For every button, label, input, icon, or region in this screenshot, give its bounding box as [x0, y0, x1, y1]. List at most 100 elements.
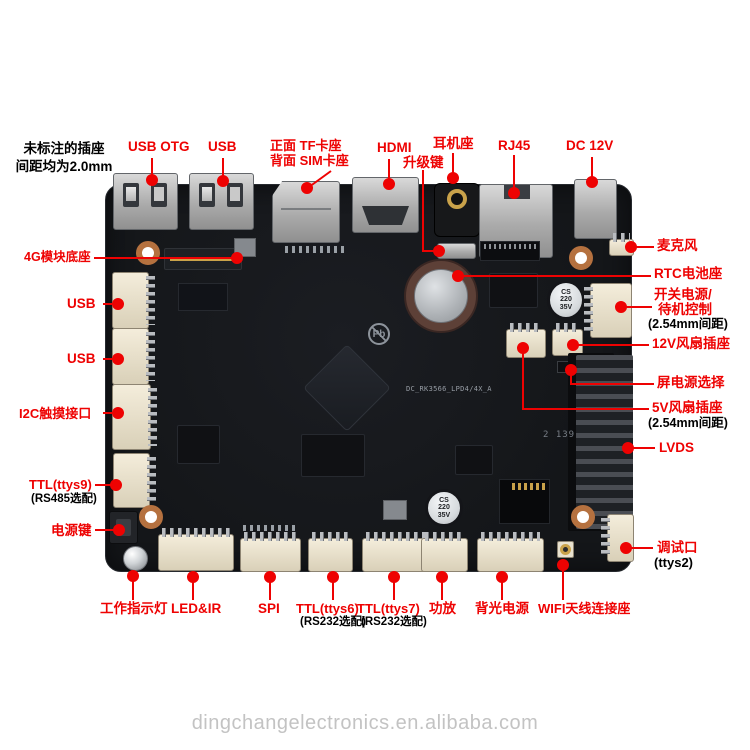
label-back: 背面 [270, 153, 297, 168]
label-usb-otg: USB OTG [128, 139, 190, 154]
mounting-hole [136, 241, 160, 265]
ttl9-connector [113, 453, 156, 508]
label-ttl7-note: (RS232选配) [361, 616, 427, 628]
label-ttl9: TTL(ttys9) [29, 477, 92, 492]
label-ttl6-note: (RS232选配) [300, 616, 366, 628]
watermark: dingchangelectronics.en.alibaba.com [191, 712, 539, 734]
fan-12v-connector [552, 323, 583, 356]
upgrade-switch [437, 243, 476, 259]
label-led-ir: LED&IR [171, 601, 222, 616]
rtc-battery [414, 269, 468, 323]
capacitor-1: CS 220 35V [547, 280, 585, 320]
label-switch-power-1: 开关电源/ [654, 287, 712, 302]
label-tf-sim: 正面 TF卡座 背面 SIM卡座 [270, 138, 349, 168]
emmc-chip [301, 434, 365, 477]
ttl7-connector [362, 532, 430, 572]
label-ttl9-note: (RS485选配) [31, 493, 97, 505]
switch-power-connector [584, 283, 632, 338]
label-usb-left2: USB [67, 351, 96, 366]
callout-earphone [447, 153, 459, 184]
pitch-note: 未标注的插座 间距均为2.0mm [12, 140, 116, 176]
pin-header [285, 246, 347, 253]
pitch-note-line2: 间距均为2.0mm [15, 159, 113, 174]
inductor [383, 500, 407, 520]
label-work-led: 工作指示灯 [100, 601, 168, 616]
callout-work-led [127, 570, 139, 600]
label-sim: SIM卡座 [299, 153, 349, 168]
usb-header-1 [112, 272, 155, 329]
label-spi: SPI [258, 601, 280, 616]
label-rj45: RJ45 [498, 138, 531, 153]
silkscreen-model: DC_RK3566_LPD4/4X_A [406, 385, 492, 393]
label-usb-top: USB [208, 139, 237, 154]
label-front: 正面 [270, 138, 297, 153]
small-chip [455, 445, 493, 475]
backlight-connector [477, 532, 544, 572]
callout-backlight [496, 571, 508, 600]
mounting-hole [139, 505, 163, 529]
lvds-connector-pins [576, 355, 633, 529]
pitch-note-line1: 未标注的插座 [23, 141, 105, 156]
label-mic: 麦克风 [657, 238, 698, 253]
label-ttl6: TTL(ttys6) [296, 601, 359, 616]
label-upgrade-key: 升级键 [403, 155, 444, 170]
mounting-hole [571, 505, 595, 529]
label-fan-12v: 12V风扇插座 [652, 336, 731, 351]
pin-header [243, 525, 299, 531]
fpc-connector [480, 241, 540, 261]
silkscreen-code: 2 139 [543, 430, 576, 440]
spi-connector [240, 532, 301, 572]
wifi-antenna-connector [557, 541, 574, 558]
dc-power-jack [574, 179, 617, 239]
callout-spi [264, 571, 276, 600]
label-screen-power: 屏电源选择 [657, 375, 725, 390]
capacitor-text: CS [561, 288, 571, 296]
label-backlight: 背光电源 [475, 601, 529, 616]
label-dc12v: DC 12V [566, 138, 614, 153]
work-led [123, 546, 148, 571]
callout-led-ir [187, 571, 199, 600]
shield-can [178, 283, 228, 311]
label-wifi-antenna: WIFI天线连接座 [538, 601, 631, 616]
ram-chip [489, 273, 538, 308]
ttl6-connector [308, 532, 353, 572]
hdmi-port [352, 177, 419, 233]
amp-connector [421, 532, 468, 572]
usb-port [189, 173, 254, 230]
label-switch-power-note: (2.54mm间距) [648, 317, 728, 331]
callout-amp [436, 571, 448, 600]
label-tf: TF卡座 [299, 138, 342, 153]
label-rtc: RTC电池座 [654, 266, 723, 281]
label-switch-power-2: 待机控制 [658, 302, 712, 317]
label-power-key: 电源键 [51, 523, 92, 538]
usb-header-2 [112, 328, 155, 385]
label-lvds: LVDS [659, 440, 695, 455]
callout-ttl7 [388, 571, 400, 600]
label-ttl7: TTL(ttys7) [357, 601, 420, 616]
usb-otg-port [113, 173, 178, 230]
label-debug-note: (ttys2) [654, 555, 694, 570]
headphone-jack [434, 183, 480, 237]
fan-5v-connector [506, 323, 546, 358]
power-key-button [109, 511, 138, 544]
mic-connector [609, 233, 634, 256]
label-amp: 功放 [429, 601, 456, 616]
label-debug: 调试口 [657, 540, 698, 555]
i2c-touch-connector [112, 384, 157, 450]
callout-ttl6 [327, 571, 339, 600]
label-earphone: 耳机座 [433, 136, 474, 151]
mini-pcie-4g-socket [164, 248, 242, 270]
tf-card-slot [272, 181, 340, 243]
capacitor-2: CS 220 35V [425, 489, 463, 527]
label-usb-left1: USB [67, 296, 96, 311]
label-i2c: I2C触摸接口 [19, 406, 92, 421]
pmic-chip [177, 425, 220, 464]
label-fan-5v-note: (2.54mm间距) [648, 416, 728, 430]
mounting-hole [569, 246, 593, 270]
inductor [234, 238, 256, 257]
debug-port-connector [601, 514, 634, 562]
led-ir-connector [158, 528, 234, 571]
wifi-module [499, 479, 550, 524]
label-fan-5v: 5V风扇插座 [652, 400, 723, 415]
